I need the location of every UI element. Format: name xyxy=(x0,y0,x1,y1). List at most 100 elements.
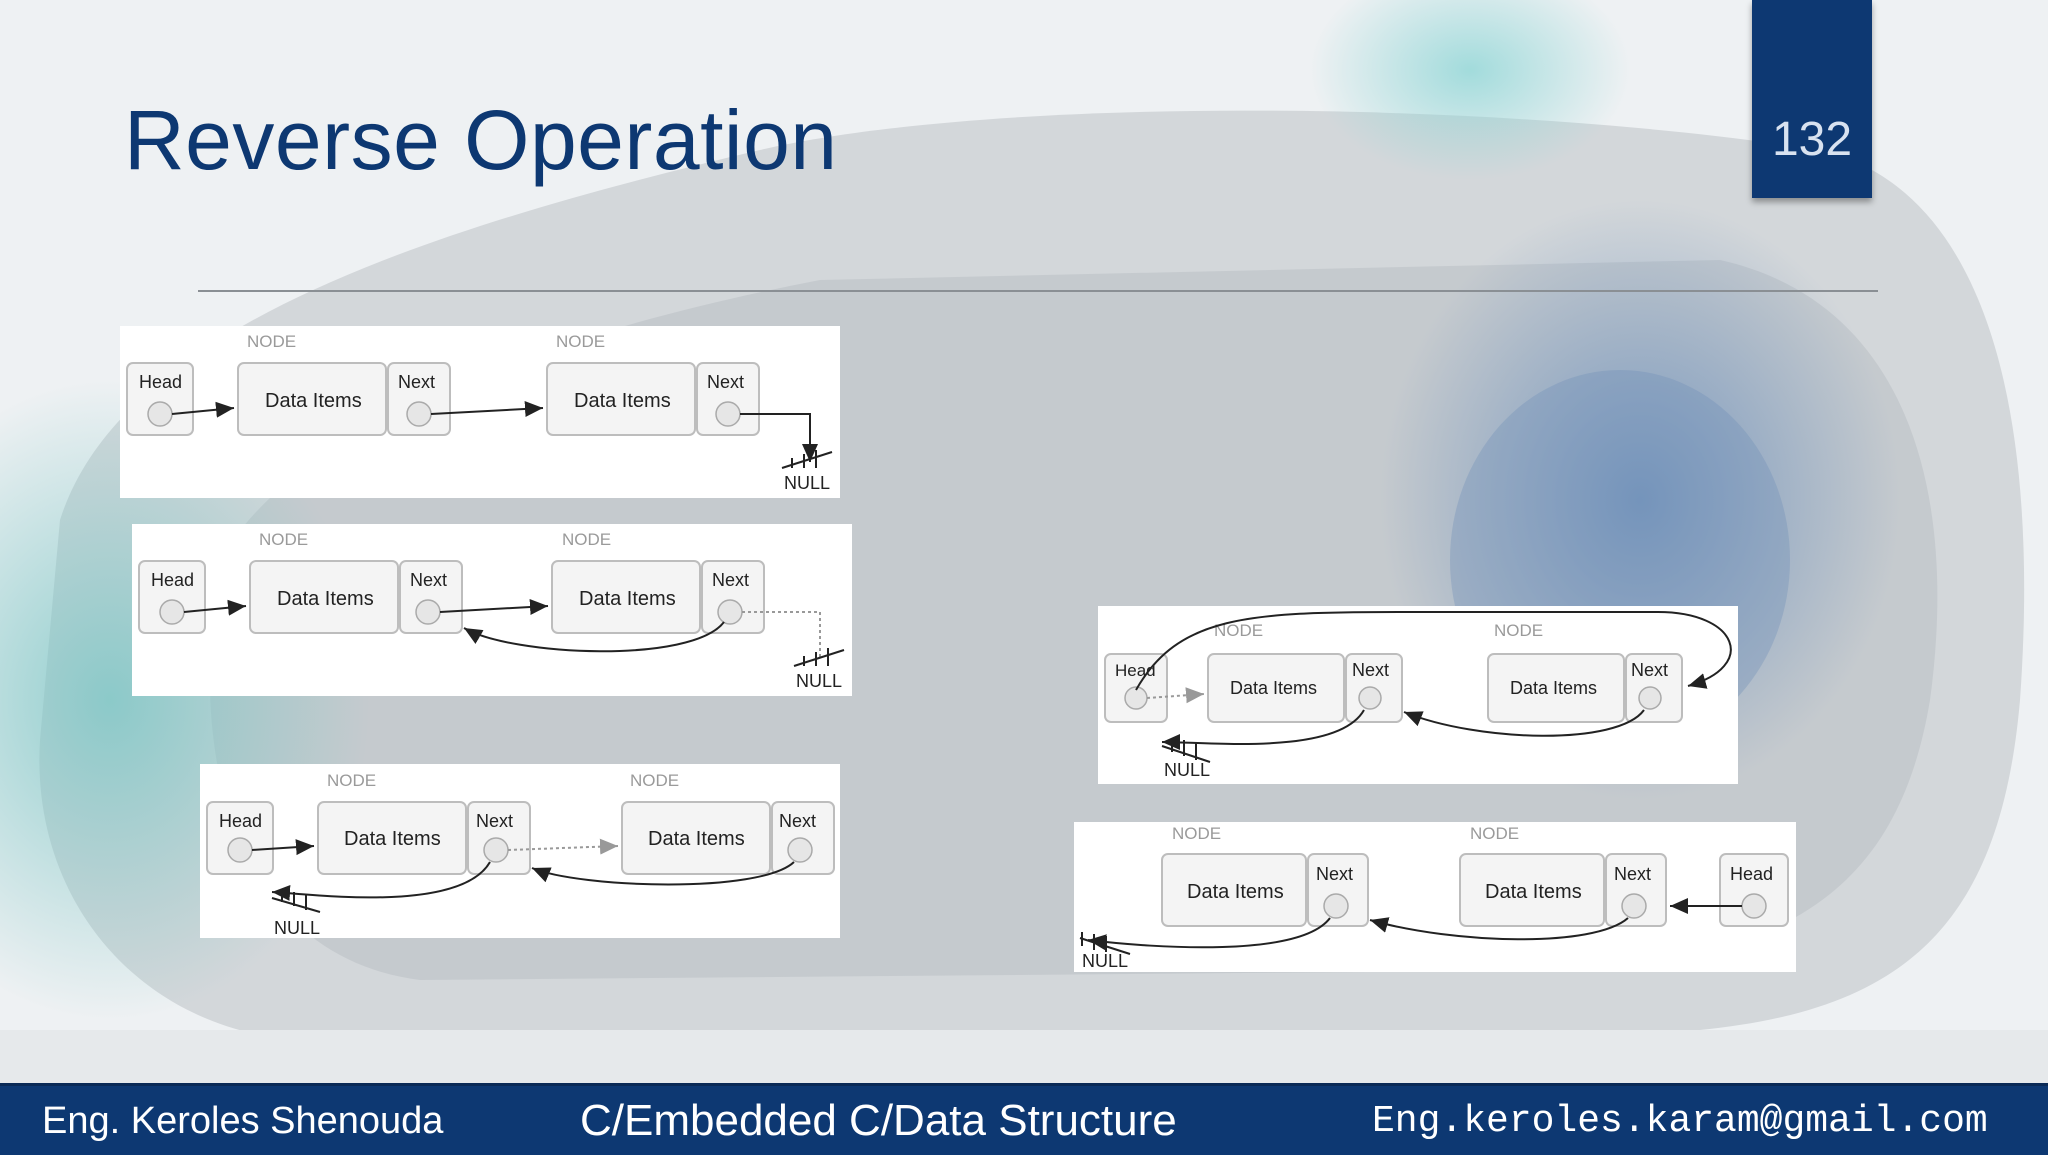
footer-bar: Eng. Keroles Shenouda C/Embedded C/Data … xyxy=(0,1083,2048,1155)
head-label: Head xyxy=(151,570,194,590)
node-label: NODE xyxy=(327,771,376,790)
reversed-pointer-arrow xyxy=(531,861,795,886)
null-ground-icon xyxy=(1079,932,1131,955)
next-label: Next xyxy=(476,811,513,831)
null-ground-icon xyxy=(1161,738,1211,763)
pointer-arrow xyxy=(439,599,549,615)
node-label: NODE xyxy=(1172,824,1221,843)
pointer-to-null-arrow xyxy=(1087,917,1331,951)
reversed-pointer-arrow xyxy=(1403,709,1645,737)
node-data-box xyxy=(621,801,771,875)
diagram-step-5: NODE NODE Data Items Next Data Items Nex… xyxy=(1074,822,1796,972)
pointer-arrow xyxy=(171,401,235,418)
footer-email: Eng.keroles.karam@gmail.com xyxy=(1372,1100,1988,1143)
next-label: Next xyxy=(398,372,435,392)
data-items-label: Data Items xyxy=(579,588,676,610)
node-data-box xyxy=(1459,853,1605,927)
node-label: NODE xyxy=(247,332,296,351)
data-items-label: Data Items xyxy=(277,588,374,610)
next-pointer xyxy=(483,837,509,863)
head-box xyxy=(138,560,206,634)
node-data-box xyxy=(551,560,701,634)
dotted-pointer-arrow xyxy=(507,838,619,855)
head-box xyxy=(1719,853,1789,927)
data-items-label: Data Items xyxy=(1230,678,1317,698)
node-label: NODE xyxy=(1214,621,1263,640)
head-label: Head xyxy=(139,372,182,392)
node-next-box xyxy=(1307,853,1369,927)
head-to-last-arrow xyxy=(1135,611,1732,691)
dotted-pointer-arrow xyxy=(742,611,821,658)
diagram-step-2-svg: NODE NODE Head Data Items Next Data Item… xyxy=(138,530,845,691)
next-label: Next xyxy=(779,811,816,831)
node-next-box xyxy=(399,560,463,634)
data-items-label: Data Items xyxy=(265,390,362,412)
null-ground-icon xyxy=(793,648,845,667)
next-pointer xyxy=(1621,893,1647,919)
head-label: Head xyxy=(219,811,262,831)
next-label: Next xyxy=(707,372,744,392)
next-pointer xyxy=(715,401,741,427)
reversed-pointer-arrow xyxy=(1369,917,1629,941)
reversed-pointer-arrow xyxy=(463,621,725,653)
data-items-label: Data Items xyxy=(648,828,745,850)
next-label: Next xyxy=(410,570,447,590)
next-pointer xyxy=(1638,686,1662,710)
next-pointer xyxy=(787,837,813,863)
null-ground-icon xyxy=(781,450,833,469)
null-label: NULL xyxy=(1164,760,1210,780)
page-number: 132 xyxy=(1771,113,1853,166)
node-label: NODE xyxy=(556,332,605,351)
slide-title: Reverse Operation xyxy=(124,93,838,187)
head-pointer xyxy=(159,599,185,625)
next-pointer xyxy=(1323,893,1349,919)
data-items-label: Data Items xyxy=(1187,881,1284,903)
footer-course: C/Embedded C/Data Structure xyxy=(580,1096,1177,1145)
node-data-box xyxy=(317,801,467,875)
head-pointer xyxy=(227,837,253,863)
next-pointer xyxy=(415,599,441,625)
data-items-label: Data Items xyxy=(1510,678,1597,698)
next-label: Next xyxy=(1352,660,1389,680)
pointer-to-null-arrow xyxy=(271,861,491,901)
title-divider xyxy=(198,290,1878,292)
head-label: Head xyxy=(1730,864,1773,884)
diagram-step-4-svg: NODE NODE Head Data Items Next Data Item… xyxy=(1104,611,1732,780)
pointer-arrow xyxy=(251,839,315,856)
diagram-step-3-svg: NODE NODE Head Data Items Next Data Item… xyxy=(206,771,835,938)
node-next-box xyxy=(701,560,765,634)
diagram-step-2: NODE NODE Head Data Items Next Data Item… xyxy=(132,524,852,696)
null-label: NULL xyxy=(796,671,842,691)
node-data-box xyxy=(1207,653,1345,723)
footer-author: Eng. Keroles Shenouda xyxy=(42,1100,444,1142)
next-label: Next xyxy=(1614,864,1651,884)
node-label: NODE xyxy=(259,530,308,549)
data-items-label: Data Items xyxy=(1485,881,1582,903)
null-label: NULL xyxy=(274,918,320,938)
node-data-box xyxy=(1487,653,1625,723)
diagram-step-3: NODE NODE Head Data Items Next Data Item… xyxy=(200,764,840,938)
null-label: NULL xyxy=(1082,951,1128,971)
pointer-arrow xyxy=(430,400,544,417)
pointer-to-null-arrow xyxy=(1161,709,1365,751)
pointer-arrow xyxy=(740,413,818,462)
diagram-step-4: NODE NODE Head Data Items Next Data Item… xyxy=(1098,606,1738,784)
node-data-box xyxy=(546,362,696,436)
next-label: Next xyxy=(1316,864,1353,884)
next-pointer xyxy=(717,599,743,625)
next-label: Next xyxy=(1631,660,1668,680)
data-items-label: Data Items xyxy=(574,390,671,412)
node-label: NODE xyxy=(1494,621,1543,640)
node-label: NODE xyxy=(562,530,611,549)
head-box xyxy=(126,362,194,436)
head-pointer xyxy=(147,401,173,427)
node-label: NODE xyxy=(1470,824,1519,843)
node-data-box xyxy=(249,560,399,634)
pointer-arrow xyxy=(183,599,247,616)
node-data-box xyxy=(1161,853,1307,927)
node-next-box xyxy=(387,362,451,436)
diagram-step-1-svg: NODE NODE Head Data Items Next Data Item… xyxy=(126,332,833,493)
node-next-box xyxy=(1605,853,1667,927)
diagram-step-5-svg: NODE NODE Data Items Next Data Items Nex… xyxy=(1079,824,1789,971)
page-number-tab: 132 xyxy=(1752,0,1872,198)
